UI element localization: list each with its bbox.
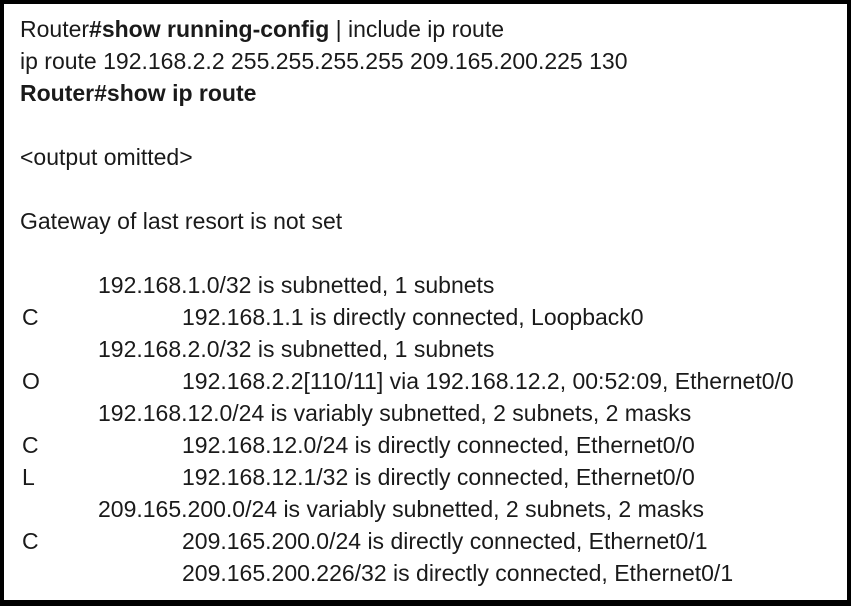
output-line: Router#show ip route — [20, 77, 833, 109]
line-text: Router#show running-config | include ip … — [20, 13, 833, 45]
text-segment: 192.168.12.1/32 is directly connected, E… — [182, 464, 695, 490]
output-line: 209.165.200.226/32 is directly connected… — [20, 557, 833, 589]
text-segment: ip route 192.168.2.2 255.255.255.255 209… — [20, 48, 628, 74]
line-text: Router#show ip route — [20, 77, 833, 109]
line-text: Gateway of last resort is not set — [20, 205, 833, 237]
text-segment: 192.168.2.0/32 is subnetted, 1 subnets — [98, 336, 495, 362]
line-text: 209.165.200.0/24 is variably subnetted, … — [20, 493, 833, 525]
text-segment: 192.168.1.0/32 is subnetted, 1 subnets — [98, 272, 495, 298]
output-line — [20, 237, 833, 269]
route-code-prefix: C — [22, 432, 39, 458]
line-text: ip route 192.168.2.2 255.255.255.255 209… — [20, 45, 833, 77]
output-line: C 192.168.1.1 is directly connected, Loo… — [20, 301, 833, 333]
route-code-prefix: C — [22, 528, 39, 554]
line-text: 192.168.12.1/32 is directly connected, E… — [20, 461, 833, 493]
output-line — [20, 109, 833, 141]
route-code-prefix: C — [22, 304, 39, 330]
line-text: 209.165.200.226/32 is directly connected… — [20, 557, 833, 589]
text-segment: 192.168.2.2[110/11] via 192.168.12.2, 00… — [182, 368, 794, 394]
output-line: 209.165.200.0/24 is variably subnetted, … — [20, 493, 833, 525]
output-line — [20, 173, 833, 205]
text-segment: <output omitted> — [20, 144, 193, 170]
line-text: <output omitted> — [20, 141, 833, 173]
line-text: 192.168.1.1 is directly connected, Loopb… — [20, 301, 833, 333]
output-line: L 192.168.12.1/32 is directly connected,… — [20, 461, 833, 493]
line-text: 192.168.2.2[110/11] via 192.168.12.2, 00… — [20, 365, 833, 397]
output-line: 192.168.12.0/24 is variably subnetted, 2… — [20, 397, 833, 429]
text-segment: 192.168.1.1 is directly connected, Loopb… — [182, 304, 644, 330]
text-segment: 209.165.200.226/32 is directly connected… — [182, 560, 734, 586]
output-line: Router#show running-config | include ip … — [20, 13, 833, 45]
text-segment: Gateway of last resort is not set — [20, 208, 343, 234]
line-text: 192.168.12.0/24 is directly connected, E… — [20, 429, 833, 461]
text-segment: Router — [20, 16, 90, 42]
text-segment: 209.165.200.0/24 is directly connected, … — [182, 528, 708, 554]
output-line: C 192.168.12.0/24 is directly connected,… — [20, 429, 833, 461]
route-code-prefix: O — [22, 368, 40, 394]
text-segment: #show running-config — [89, 16, 330, 42]
text-segment: | include ip route — [329, 16, 504, 42]
line-text: 192.168.1.0/32 is subnetted, 1 subnets — [20, 269, 833, 301]
text-segment: 209.165.200.0/24 is variably subnetted, … — [98, 496, 705, 522]
line-text: 192.168.2.0/32 is subnetted, 1 subnets — [20, 333, 833, 365]
output-line: C 209.165.200.0/24 is directly connected… — [20, 525, 833, 557]
output-line: 192.168.1.0/32 is subnetted, 1 subnets — [20, 269, 833, 301]
route-code-prefix: L — [22, 464, 35, 490]
output-line: <output omitted> — [20, 141, 833, 173]
line-text: 192.168.12.0/24 is variably subnetted, 2… — [20, 397, 833, 429]
output-line: O 192.168.2.2[110/11] via 192.168.12.2, … — [20, 365, 833, 397]
text-segment: 192.168.12.0/24 is variably subnetted, 2… — [98, 400, 692, 426]
output-line: 192.168.2.0/32 is subnetted, 1 subnets — [20, 333, 833, 365]
text-segment: Router#show ip route — [20, 80, 257, 106]
line-text: 209.165.200.0/24 is directly connected, … — [20, 525, 833, 557]
text-segment: 192.168.12.0/24 is directly connected, E… — [182, 432, 695, 458]
output-line: Gateway of last resort is not set — [20, 205, 833, 237]
output-line: ip route 192.168.2.2 255.255.255.255 209… — [20, 45, 833, 77]
